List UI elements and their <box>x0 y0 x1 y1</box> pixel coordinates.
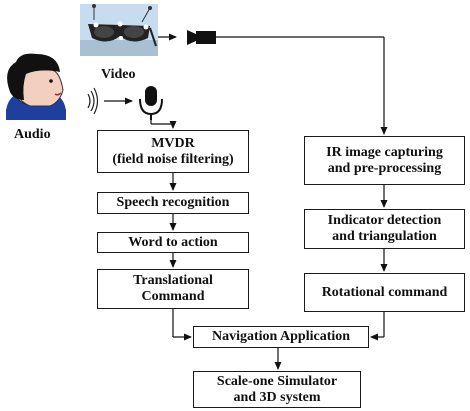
ir-camera-icon <box>187 30 216 45</box>
translational-line1: Translational <box>133 273 213 288</box>
ir-capture-box: IR image capturing and pre-processing <box>304 136 465 185</box>
ir-capture-line1: IR image capturing <box>326 144 443 160</box>
simulator-box: Scale-one Simulator and 3D system <box>193 371 361 408</box>
mvdr-line1: MVDR <box>151 135 195 151</box>
navigation-application-box: Navigation Application <box>193 326 369 348</box>
person-head-icon <box>6 53 66 120</box>
word-to-action-label: Word to action <box>128 234 218 250</box>
speech-recognition-label: Speech recognition <box>116 195 230 210</box>
translational-line2: Command <box>141 289 205 304</box>
word-to-action-box: Word to action <box>97 232 249 253</box>
sound-waves-icon <box>87 87 99 115</box>
3d-glasses-icon <box>80 4 158 56</box>
indicator-line2: and triangulation <box>332 229 437 244</box>
mvdr-line2: (field noise filtering) <box>112 151 234 167</box>
indicator-detection-box: Indicator detection and triangulation <box>304 209 465 249</box>
microphone-icon <box>139 86 163 120</box>
audio-label: Audio <box>14 127 51 142</box>
ir-capture-line2: and pre-processing <box>327 160 442 176</box>
speech-recognition-box: Speech recognition <box>97 192 249 214</box>
mvdr-box: MVDR (field noise filtering) <box>97 130 249 173</box>
translational-command-box: Translational Command <box>97 269 249 309</box>
video-label: Video <box>101 67 136 82</box>
simulator-line2: and 3D system <box>233 389 321 405</box>
indicator-line1: Indicator detection <box>327 213 442 228</box>
rotational-command-label: Rotational command <box>321 284 448 300</box>
simulator-line1: Scale-one Simulator <box>216 373 338 389</box>
rotational-command-box: Rotational command <box>304 273 465 312</box>
navigation-application-label: Navigation Application <box>211 329 351 344</box>
